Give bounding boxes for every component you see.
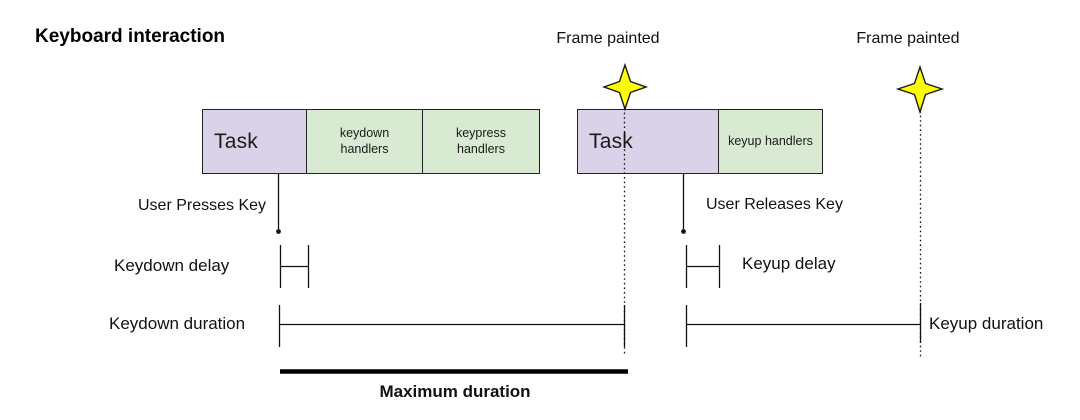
keyup-delay-label: Keyup delay <box>742 254 836 273</box>
keyup-duration-label: Keyup duration <box>929 314 1044 333</box>
keydown-duration-label: Keydown duration <box>109 314 246 333</box>
keydown-duration-interval <box>278 305 626 347</box>
keyup-task-box: Task <box>577 109 719 174</box>
user-presses-key-label: User Presses Key <box>138 197 267 214</box>
frame-painted-label-1: Frame painted <box>556 30 660 47</box>
maximum-duration-label: Maximum duration <box>379 382 531 401</box>
page-title: Keyboard interaction <box>35 26 226 47</box>
keydown-task-box: Task <box>202 109 307 174</box>
keydown-handlers-label: keydown handlers <box>339 125 390 156</box>
keydown-delay-label: Keydown delay <box>114 256 230 275</box>
keypress-handlers-box: keypress handlers <box>422 109 540 174</box>
keyup-task-label: Task <box>589 129 633 153</box>
key-press-event-marker <box>276 174 281 234</box>
user-releases-key-label: User Releases Key <box>706 196 843 213</box>
keydown-delay-interval <box>279 245 310 288</box>
keypress-handlers-label: keypress handlers <box>455 125 507 156</box>
key-release-event-marker <box>681 174 686 234</box>
frame-painted-star-icon-2 <box>895 64 945 115</box>
frame-painted-star-icon-1 <box>601 62 649 112</box>
keydown-task-label: Task <box>214 129 258 153</box>
keyup-duration-interval <box>685 303 922 347</box>
keyup-handlers-label: keyup handlers <box>728 133 813 148</box>
frame-painted-label-2: Frame painted <box>856 30 960 47</box>
keydown-handlers-box: keydown handlers <box>306 109 423 174</box>
keyup-delay-interval <box>685 245 721 288</box>
keyup-handlers-box: keyup handlers <box>718 109 823 174</box>
